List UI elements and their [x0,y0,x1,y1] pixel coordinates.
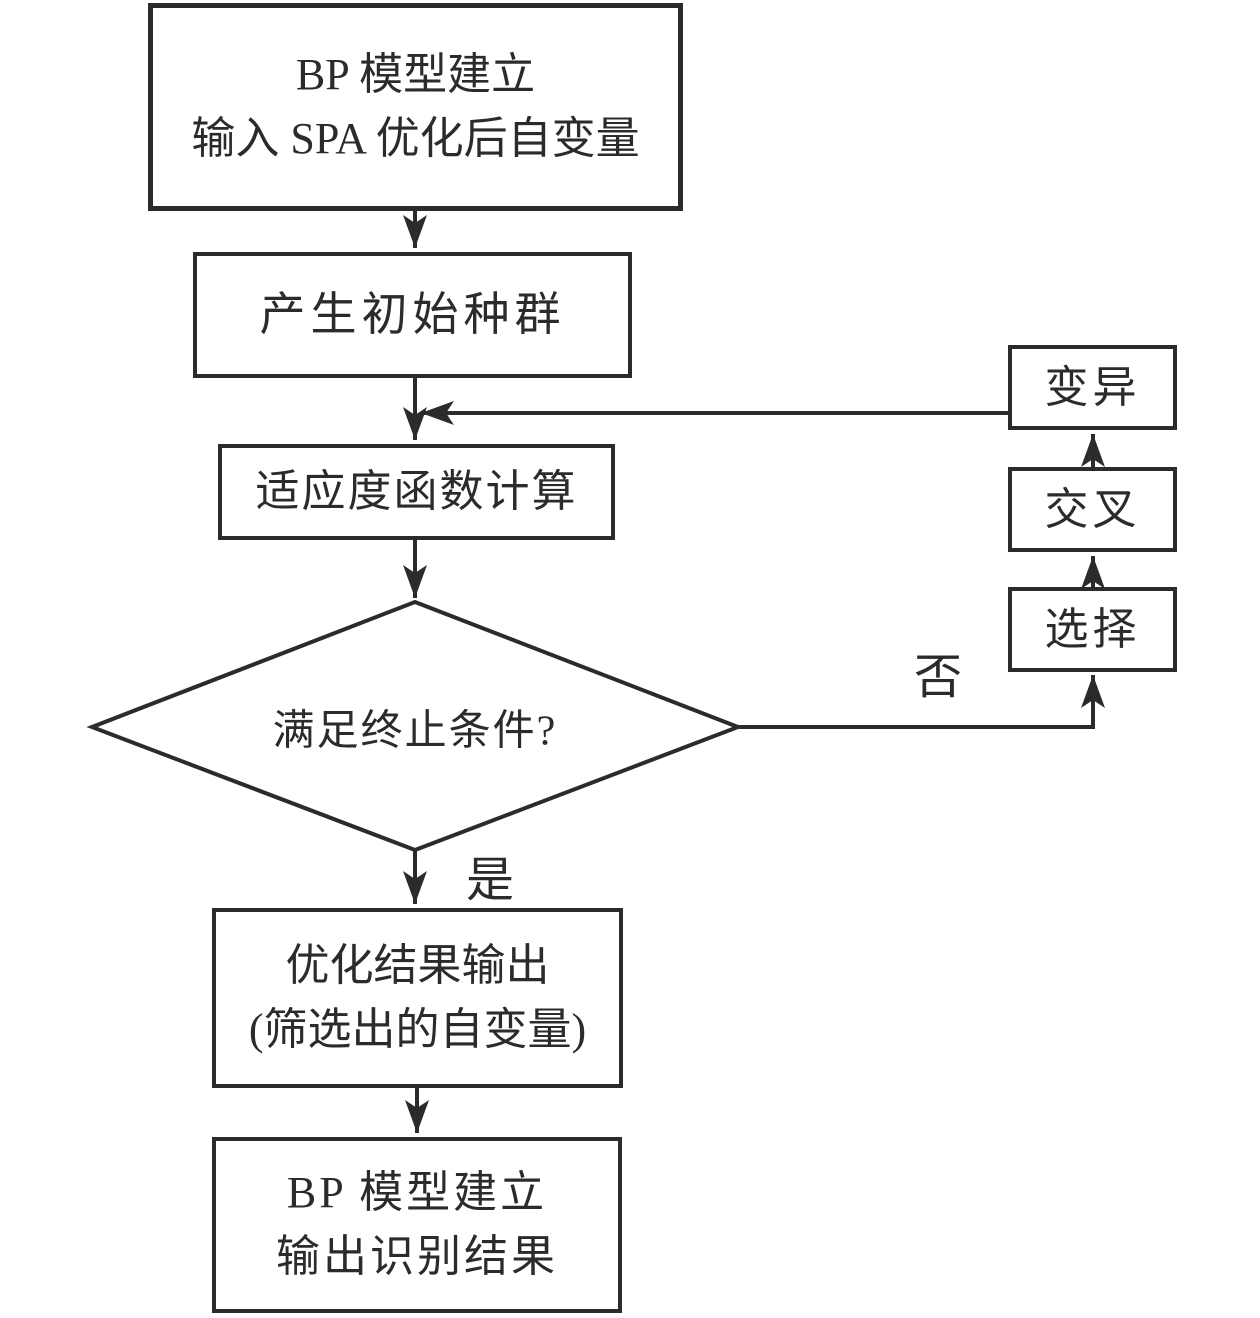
node-optimization-output: 优化结果输出 (筛选出的自变量) [212,908,623,1088]
node-bp-model-output-line1: BP 模型建立 [286,1168,548,1218]
node-bp-model-input-line1: BP 模型建立 [295,50,536,100]
node-bp-model-output-line2: 输出识别结果 [276,1232,558,1281]
edge-label-no: 否 [913,651,963,704]
edge-label-yes: 是 [465,854,515,907]
node-optimization-output-line2: (筛选出的自变量) [248,1005,587,1054]
node-init-population-label: 产生初始种群 [259,288,566,340]
node-mutation: 变异 [1008,345,1177,430]
node-selection-label: 选择 [1044,604,1141,654]
node-crossover: 交叉 [1008,467,1177,552]
node-bp-model-input: BP 模型建立 输入 SPA 优化后自变量 [148,3,683,211]
node-mutation-label: 变异 [1044,362,1141,412]
node-fitness-function-label: 适应度函数计算 [255,467,578,517]
node-fitness-function: 适应度函数计算 [218,444,615,540]
node-selection: 选择 [1008,587,1177,672]
node-bp-model-input-line2: 输入 SPA 优化后自变量 [191,114,640,163]
node-crossover-label: 交叉 [1044,484,1141,534]
node-bp-model-output: BP 模型建立 输出识别结果 [212,1137,622,1313]
node-init-population: 产生初始种群 [193,252,632,378]
decision-diamond-shape [86,599,744,853]
node-optimization-output-line1: 优化结果输出 [285,941,550,991]
edge-decision-no-to-selection [738,675,1105,729]
node-decision-label: 满足终止条件? [272,708,558,755]
